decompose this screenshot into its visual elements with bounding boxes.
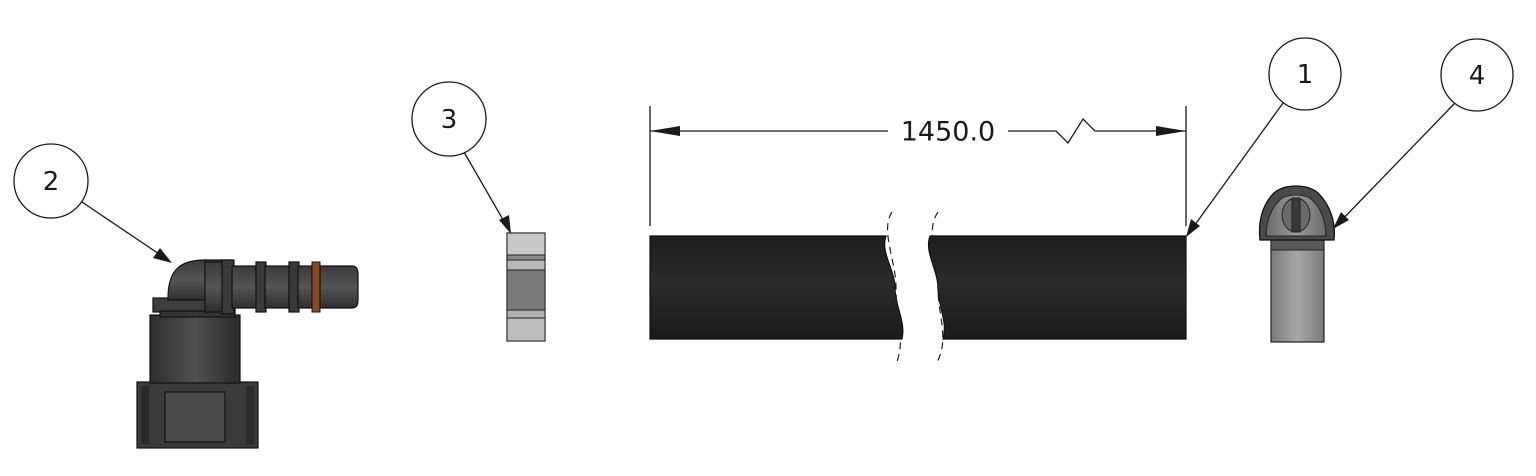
balloon-2-label: 2 — [43, 167, 60, 197]
sleeve — [506, 232, 546, 342]
balloon-1-label: 1 — [1297, 60, 1314, 90]
elbow-connector — [136, 259, 359, 449]
hose — [649, 211, 1187, 365]
balloon-1: 1 — [1186, 37, 1342, 237]
hose-clamp — [1258, 185, 1336, 343]
length-dimension: 1450.0 — [649, 106, 1187, 226]
balloon-3: 3 — [411, 81, 511, 234]
balloon-2: 2 — [13, 143, 172, 263]
balloon-3-label: 3 — [441, 105, 458, 135]
balloon-4-label: 4 — [1469, 61, 1486, 91]
balloon-4: 4 — [1333, 38, 1514, 229]
dimension-length: 1450.0 — [901, 117, 995, 148]
